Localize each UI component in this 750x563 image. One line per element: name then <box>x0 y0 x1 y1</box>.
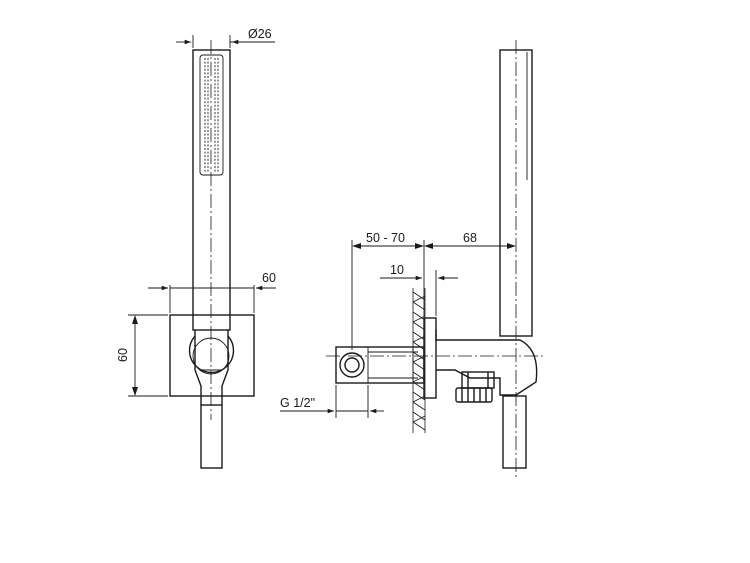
holder-bracket <box>435 330 538 396</box>
hose-outlet <box>455 371 495 403</box>
dim-plate-height: 60 <box>116 314 168 397</box>
dim-projection: 50 - 70 <box>351 231 425 350</box>
holder-ring <box>188 335 235 374</box>
wall-section <box>412 288 426 433</box>
inlet-pipe <box>335 346 425 384</box>
spray-face <box>199 54 224 176</box>
wall-plate-side <box>423 317 437 399</box>
wall-plate-front <box>169 314 255 397</box>
dim-thickness: 10 <box>380 263 458 316</box>
handshower-body <box>192 49 231 331</box>
dim-plate-width: 60 <box>148 271 276 313</box>
dim-diameter: Ø26 <box>176 27 275 48</box>
dim-thread-label: G 1/2" <box>280 396 315 410</box>
dim-projection-label: 50 - 70 <box>366 231 405 245</box>
nozzle-rows <box>204 58 219 172</box>
hose-side <box>502 395 527 469</box>
dim-diameter-label: Ø26 <box>248 27 272 41</box>
dim-plate-width-label: 60 <box>262 271 276 285</box>
front-view: Ø26 60 60 <box>116 27 276 469</box>
dim-thickness-label: 10 <box>390 263 404 277</box>
dim-thread: G 1/2" <box>280 385 384 418</box>
side-view: 50 - 70 68 10 G 1/2" <box>280 40 545 478</box>
dim-offset: 68 <box>424 231 516 249</box>
dim-plate-height-label: 60 <box>116 348 130 362</box>
hose-front <box>200 404 223 469</box>
dim-offset-label: 68 <box>463 231 477 245</box>
